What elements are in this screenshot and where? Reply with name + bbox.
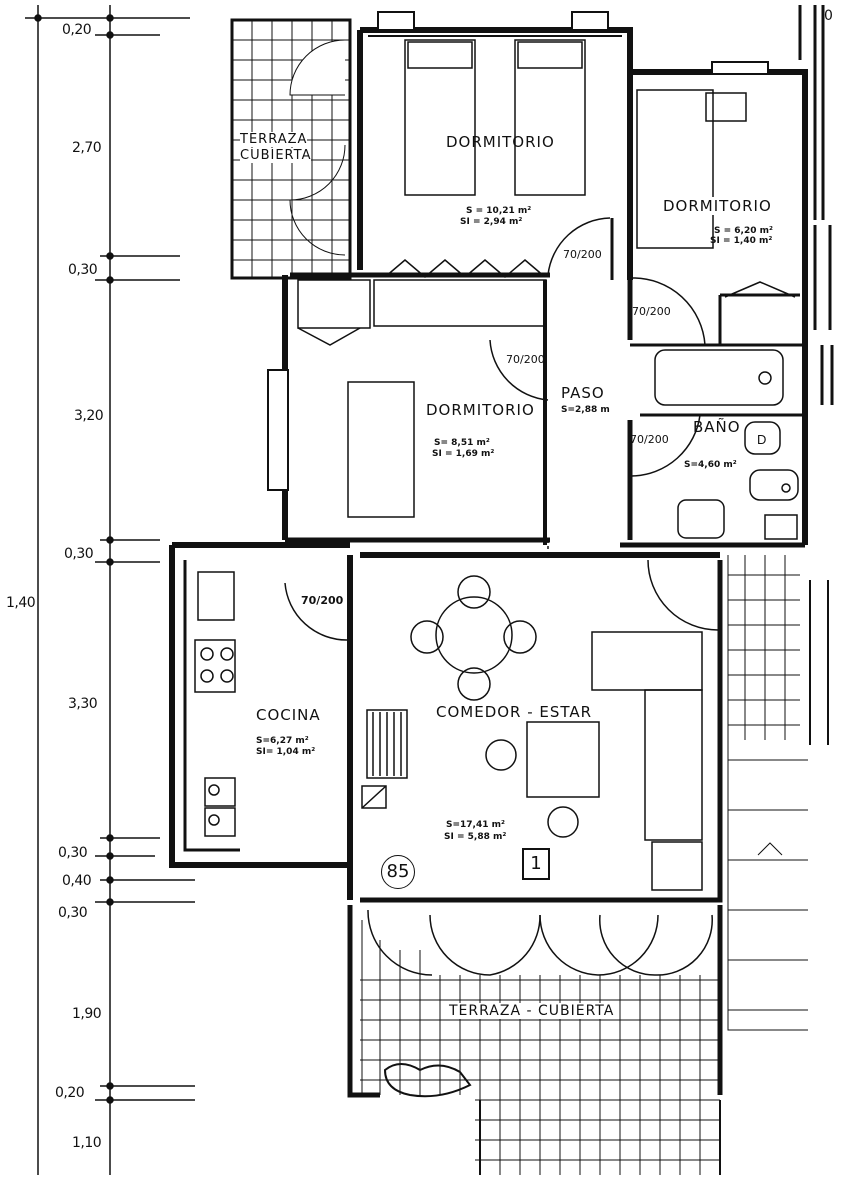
dimension-lines <box>25 5 195 1175</box>
room-label-dormitorio-main: DORMITORIO <box>446 133 555 151</box>
dim-label: 0 <box>824 8 833 24</box>
terrace-bottom-grid <box>360 555 808 1175</box>
dim-label: 0,30 <box>58 905 88 921</box>
dim-label: 1,40 <box>6 595 36 611</box>
room-area: S= 8,51 m² <box>434 438 490 448</box>
dim-label: 0,20 <box>62 22 92 38</box>
room-label-paso: PASO <box>561 384 605 402</box>
door-size-label: 70/200 <box>506 353 545 366</box>
room-label-terraza-top: CUBIERTA <box>240 148 312 163</box>
room-label-dormitorio-right: DORMITORIO <box>663 197 772 215</box>
right-edge-walls <box>798 5 834 745</box>
door-size-label: 70/200 <box>632 305 671 318</box>
room-area: SI = 5,88 m² <box>444 832 507 842</box>
room-area: SI = 2,94 m² <box>460 217 523 227</box>
room-label-dormitorio-left: DORMITORIO <box>426 401 535 419</box>
door-size-label: 70/200 <box>301 594 344 607</box>
room-label-terraza-bottom: TERRAZA - CUBIERTA <box>449 1003 615 1019</box>
unit-number-badge: 85 <box>381 855 415 889</box>
dim-label: 0,40 <box>62 873 92 889</box>
dim-label: 1,90 <box>72 1006 102 1022</box>
room-area: S = 6,20 m² <box>714 226 773 236</box>
dim-label: 2,70 <box>72 140 102 156</box>
dim-label: 0,20 <box>55 1085 85 1101</box>
dim-label: 3,30 <box>68 696 98 712</box>
room-area: SI= 1,04 m² <box>256 747 316 757</box>
room-area: S = 10,21 m² <box>466 206 532 216</box>
door-size-label: 70/200 <box>630 433 669 446</box>
svg-text:D: D <box>757 432 766 447</box>
room-label-comedor-estar: COMEDOR - ESTAR <box>436 703 593 721</box>
room-area: S=4,60 m² <box>684 460 737 470</box>
dim-label: 1,10 <box>72 1135 102 1151</box>
room-area: SI = 1,40 m² <box>710 236 773 246</box>
door-size-label: 70/200 <box>563 248 602 261</box>
furniture: D <box>194 39 799 891</box>
room-label-cocina: COCINA <box>256 706 321 724</box>
room-area: S=17,41 m² <box>446 820 505 830</box>
dim-label: 0,30 <box>68 262 98 278</box>
dim-label: 3,20 <box>74 408 104 424</box>
room-area: S=6,27 m² <box>256 736 309 746</box>
room-area: SI = 1,69 m² <box>432 449 495 459</box>
room-area: S=2,88 m <box>561 405 610 415</box>
windows <box>267 11 769 491</box>
door-swings <box>284 217 719 976</box>
dim-label: 0,30 <box>64 546 94 562</box>
dim-label: 0,30 <box>58 845 88 861</box>
room-label-bano: BAÑO <box>693 418 741 436</box>
room-label-terraza-top: TERRAZA <box>240 132 308 147</box>
unit-tag-box: 1 <box>522 848 550 880</box>
